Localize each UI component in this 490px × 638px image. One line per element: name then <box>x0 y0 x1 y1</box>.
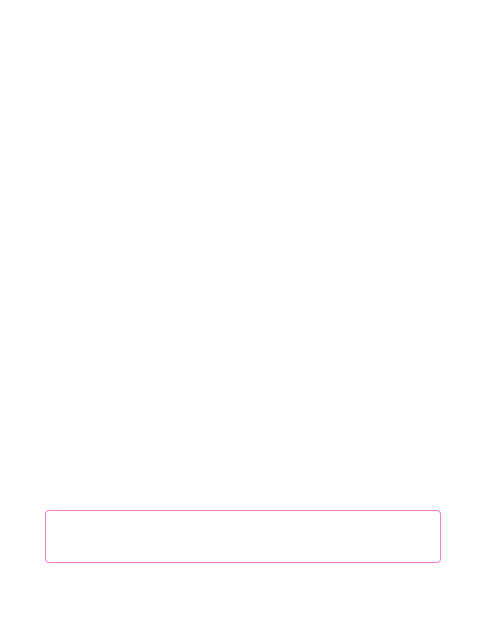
text-box[interactable] <box>45 510 441 563</box>
